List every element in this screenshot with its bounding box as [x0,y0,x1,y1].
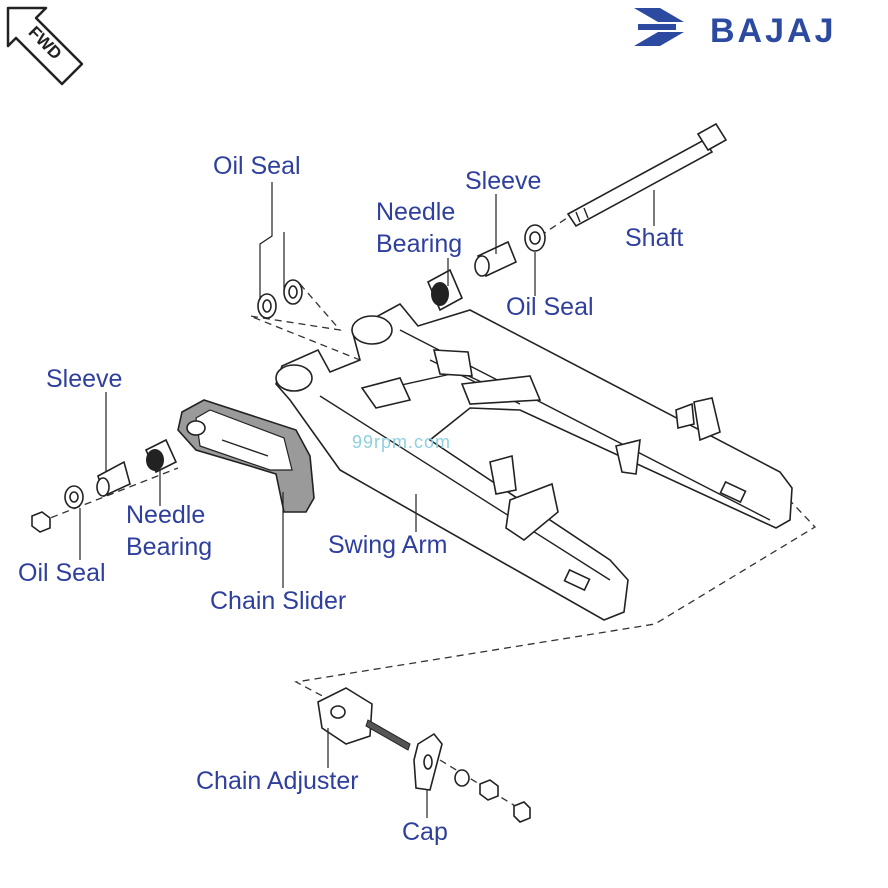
left-oil-seal-part [64,485,84,509]
top-needle-bearing-part [426,268,464,312]
label-oil-seal-top: Oil Seal [213,152,301,180]
label-sleeve-left: Sleeve [46,365,122,393]
label-chain-adjuster: Chain Adjuster [196,767,359,795]
label-swing-arm: Swing Arm [328,531,447,559]
label-shaft: Shaft [625,224,683,252]
shaft-part [566,122,728,228]
label-oil-seal-left: Oil Seal [18,559,106,587]
left-nut-part [31,511,51,533]
top-sleeve-part [474,240,518,278]
chain-slider-part [177,399,315,513]
cap-part [413,732,443,791]
bajaj-emblem-icon [634,8,684,46]
watermark-text: 99rpm.com [352,432,451,452]
bajaj-logo: BAJAJ [634,8,836,50]
label-chain-slider: Chain Slider [210,587,346,615]
leader-lines [79,182,655,818]
swing-arm-part [275,302,793,621]
label-sleeve-top: Sleeve [465,167,541,195]
fwd-arrow-icon: FWD [6,6,84,86]
chain-adjuster-part [317,687,411,751]
label-needle-bearing-top-line1: Needle [376,198,455,226]
label-oil-seal-right: Oil Seal [506,293,594,321]
bajaj-wordmark: BAJAJ [710,12,836,50]
left-needle-bearing-part [144,438,178,474]
left-sleeve-part [96,460,131,498]
label-needle-bearing-left-line1: Needle [126,501,205,529]
right-oil-seal-part [524,224,546,252]
label-needle-bearing-left-line2: Bearing [126,533,212,561]
top-oil-seals-part [257,279,303,319]
label-needle-bearing-top-line2: Bearing [376,230,462,258]
adjuster-washer-nut-part [454,769,531,823]
label-cap: Cap [402,818,448,846]
